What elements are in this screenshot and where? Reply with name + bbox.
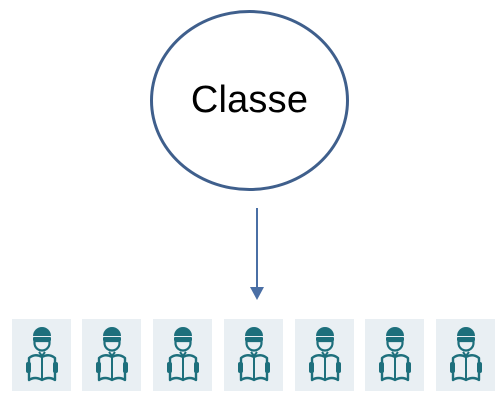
student-tile [12,319,71,391]
students-row [12,319,495,391]
student-tile [436,319,495,391]
class-label: Classe [190,79,309,121]
student-tile [365,319,424,391]
student-reading-icon [166,327,199,382]
student-tile [224,319,283,391]
student-reading-icon [449,327,482,382]
student-tile [153,319,212,391]
student-reading-icon [237,327,270,382]
student-reading-icon [95,327,128,382]
down-arrow [250,208,264,300]
student-reading-icon [378,327,411,382]
student-reading-icon [25,327,58,382]
student-tile [295,319,354,391]
student-tile [82,319,141,391]
student-reading-icon [308,327,341,382]
class-node: Classe [150,10,349,191]
